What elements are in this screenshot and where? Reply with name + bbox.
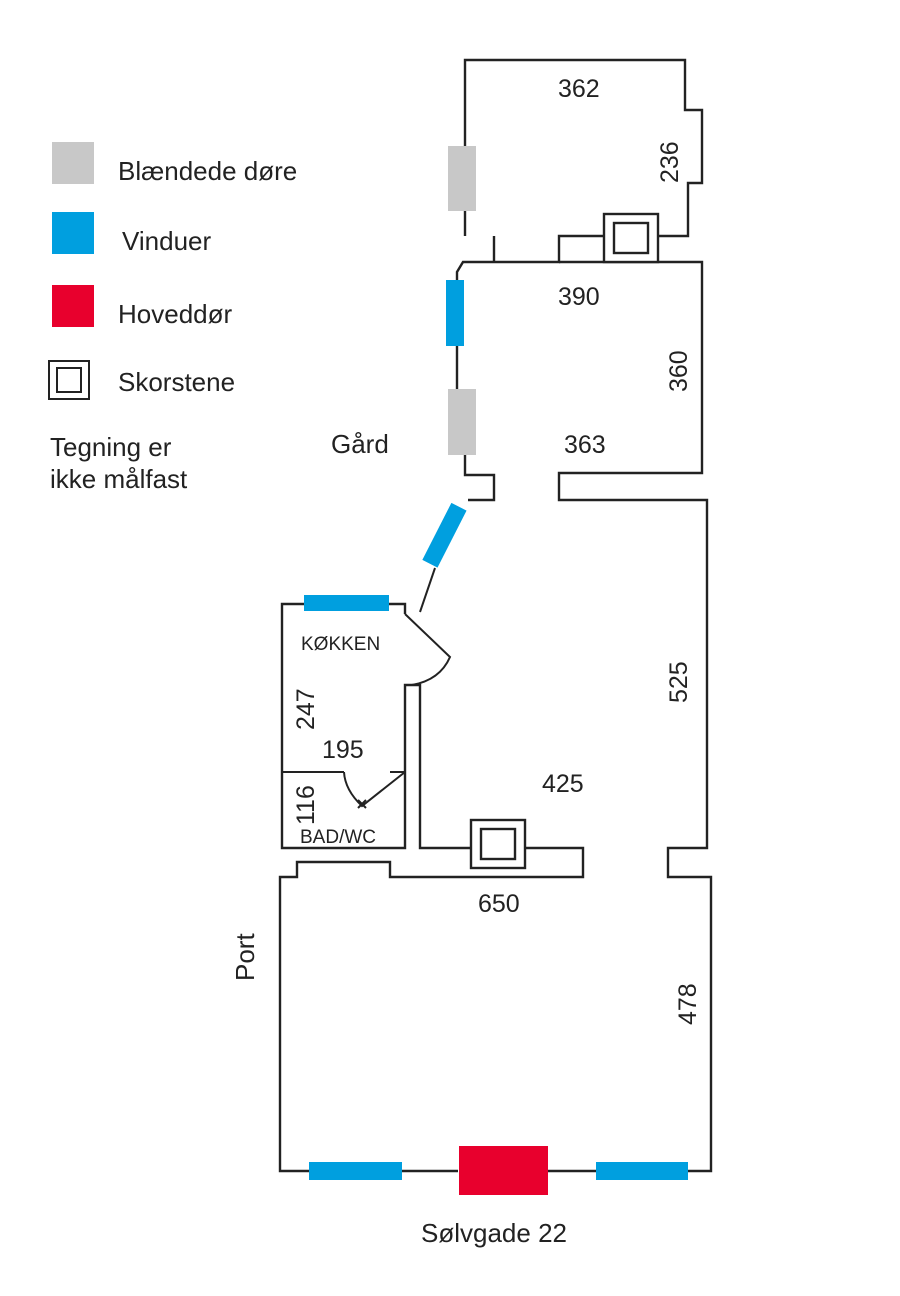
window-corridor <box>446 280 464 346</box>
walls <box>278 58 713 1173</box>
legend-label-windows: Vinduer <box>122 226 211 256</box>
dim-top-room-depth: 236 <box>656 141 684 183</box>
dim-kitchen-depth: 247 <box>292 688 320 730</box>
legend-label-chimneys: Skorstene <box>118 367 235 397</box>
label-street: Sølvgade 22 <box>421 1218 567 1248</box>
legend-note-line2: ikke målfast <box>50 464 188 494</box>
window-front-right <box>596 1162 688 1180</box>
label-bathroom: BAD/WC <box>300 827 376 848</box>
chimney-middle <box>469 818 527 870</box>
dim-top-room-width: 362 <box>558 75 600 103</box>
dim-front-room-width: 650 <box>478 890 520 918</box>
dim-second-room-width-top: 390 <box>558 283 600 311</box>
blinded-door-swatch <box>52 142 94 184</box>
legend-label-blinded-doors: Blændede døre <box>118 156 297 186</box>
chimney-top <box>602 212 660 264</box>
legend: Blændede døre Vinduer Hoveddør Skorstene… <box>48 142 297 494</box>
window-front-left <box>309 1162 402 1180</box>
dim-second-room-width-bottom: 363 <box>564 431 606 459</box>
dim-middle-room-width: 425 <box>542 770 584 798</box>
blinded-door-middle <box>448 389 476 455</box>
label-gate: Port <box>230 933 260 981</box>
label-kitchen: KØKKEN <box>301 634 380 655</box>
main-door <box>459 1146 548 1195</box>
legend-note-line1: Tegning er <box>50 432 172 462</box>
main-door-swatch <box>52 285 94 327</box>
blinded-door-top <box>448 146 476 211</box>
chimney-icon <box>48 360 90 400</box>
window-angled <box>422 502 467 568</box>
dim-front-room-depth: 478 <box>674 983 702 1025</box>
dim-middle-room-depth: 525 <box>665 661 693 703</box>
window-kitchen <box>304 595 389 611</box>
dim-second-room-depth: 360 <box>665 350 693 392</box>
legend-label-main-door: Hoveddør <box>118 299 232 329</box>
label-courtyard: Gård <box>331 429 389 459</box>
dim-bath-depth: 116 <box>292 785 320 825</box>
window-swatch <box>52 212 94 254</box>
dim-kitchen-width: 195 <box>322 736 364 764</box>
